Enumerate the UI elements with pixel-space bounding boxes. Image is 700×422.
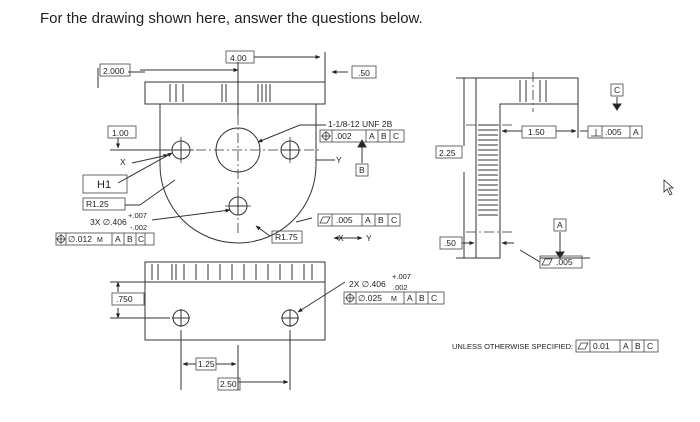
datum-b-label: B [359,165,365,175]
h1-label: H1 [97,179,111,191]
arrow-label-y: Y [366,233,372,243]
hole-fcf-mmc-front: M [97,237,103,244]
hole-fcf-tol-bottom: ∅.025 [358,293,382,303]
note-fcf-tol: 0.01 [593,341,610,351]
thread-fcf-a: A [369,131,375,141]
note-fcf-c: C [647,341,653,351]
flatness-side-value: .005 [556,257,573,267]
dim-250: 2.50 [220,379,237,389]
datum-x-label: X [120,157,126,167]
note-fcf-b: B [635,341,641,351]
datum-c-label: C [614,85,620,95]
front-view-outline [144,81,326,244]
hole-fcf-tol-front: ∅.012 [68,234,92,244]
perp-fcf-a: A [633,127,639,137]
flatness-fcf-b: B [378,215,384,225]
flatness-fcf-c: C [391,215,397,225]
hole-fcf-a-bottom: A [407,293,413,303]
flatness-fcf-tol: .005 [336,215,353,225]
hole-fcf-c-front: C [138,234,144,244]
bottom-view-outline [144,261,326,341]
thread-fcf-b: B [381,131,387,141]
hole-fcf-mmc-bottom: M [391,296,397,303]
question-text: For the drawing shown here, answer the q… [40,10,423,27]
hole-fcf-c-bottom: C [431,293,437,303]
datum-y-label: Y [336,155,342,165]
dim-400: 4.00 [230,53,247,63]
dim-125: 1.25 [198,359,215,369]
hole-size-front: 3X ∅.406 [90,217,127,227]
dim-150: 1.50 [528,127,545,137]
arrow-label-x: X [338,233,344,243]
hole-fcf-b-bottom: B [419,293,425,303]
note-fcf-a: A [623,341,629,351]
hole-size-bottom: 2X ∅.406 [349,279,386,289]
dim-050-side: .50 [444,238,456,248]
radius-125: R1.25 [86,199,109,209]
dim-100: 1.00 [112,128,129,138]
dim-225: 2.25 [439,148,456,158]
thread-fcf-c: C [393,131,399,141]
dim-2000: 2.000 [103,66,125,76]
general-note: UNLESS OTHERWISE SPECIFIED: [452,342,573,351]
thread-fcf-tol: .002 [335,131,352,141]
datum-a-label: A [557,220,563,230]
hole-tol-plus-front: +.007 [128,211,147,220]
dim-050: .50 [358,68,370,78]
hole-tol-minus-front: -.002 [130,223,147,232]
hole-fcf-b-front: B [127,234,133,244]
perp-fcf-tol: .005 [605,127,622,137]
radius-175: R1.75 [275,232,298,242]
hole-fcf-a-front: A [115,234,121,244]
hole-tol-minus-bottom: .002 [393,283,408,292]
flatness-fcf-a: A [365,215,371,225]
thread-callout: 1-1/8-12 UNF 2B [328,119,393,129]
dim-750: .750 [116,294,133,304]
hole-tol-plus-bottom: +.007 [392,272,411,281]
